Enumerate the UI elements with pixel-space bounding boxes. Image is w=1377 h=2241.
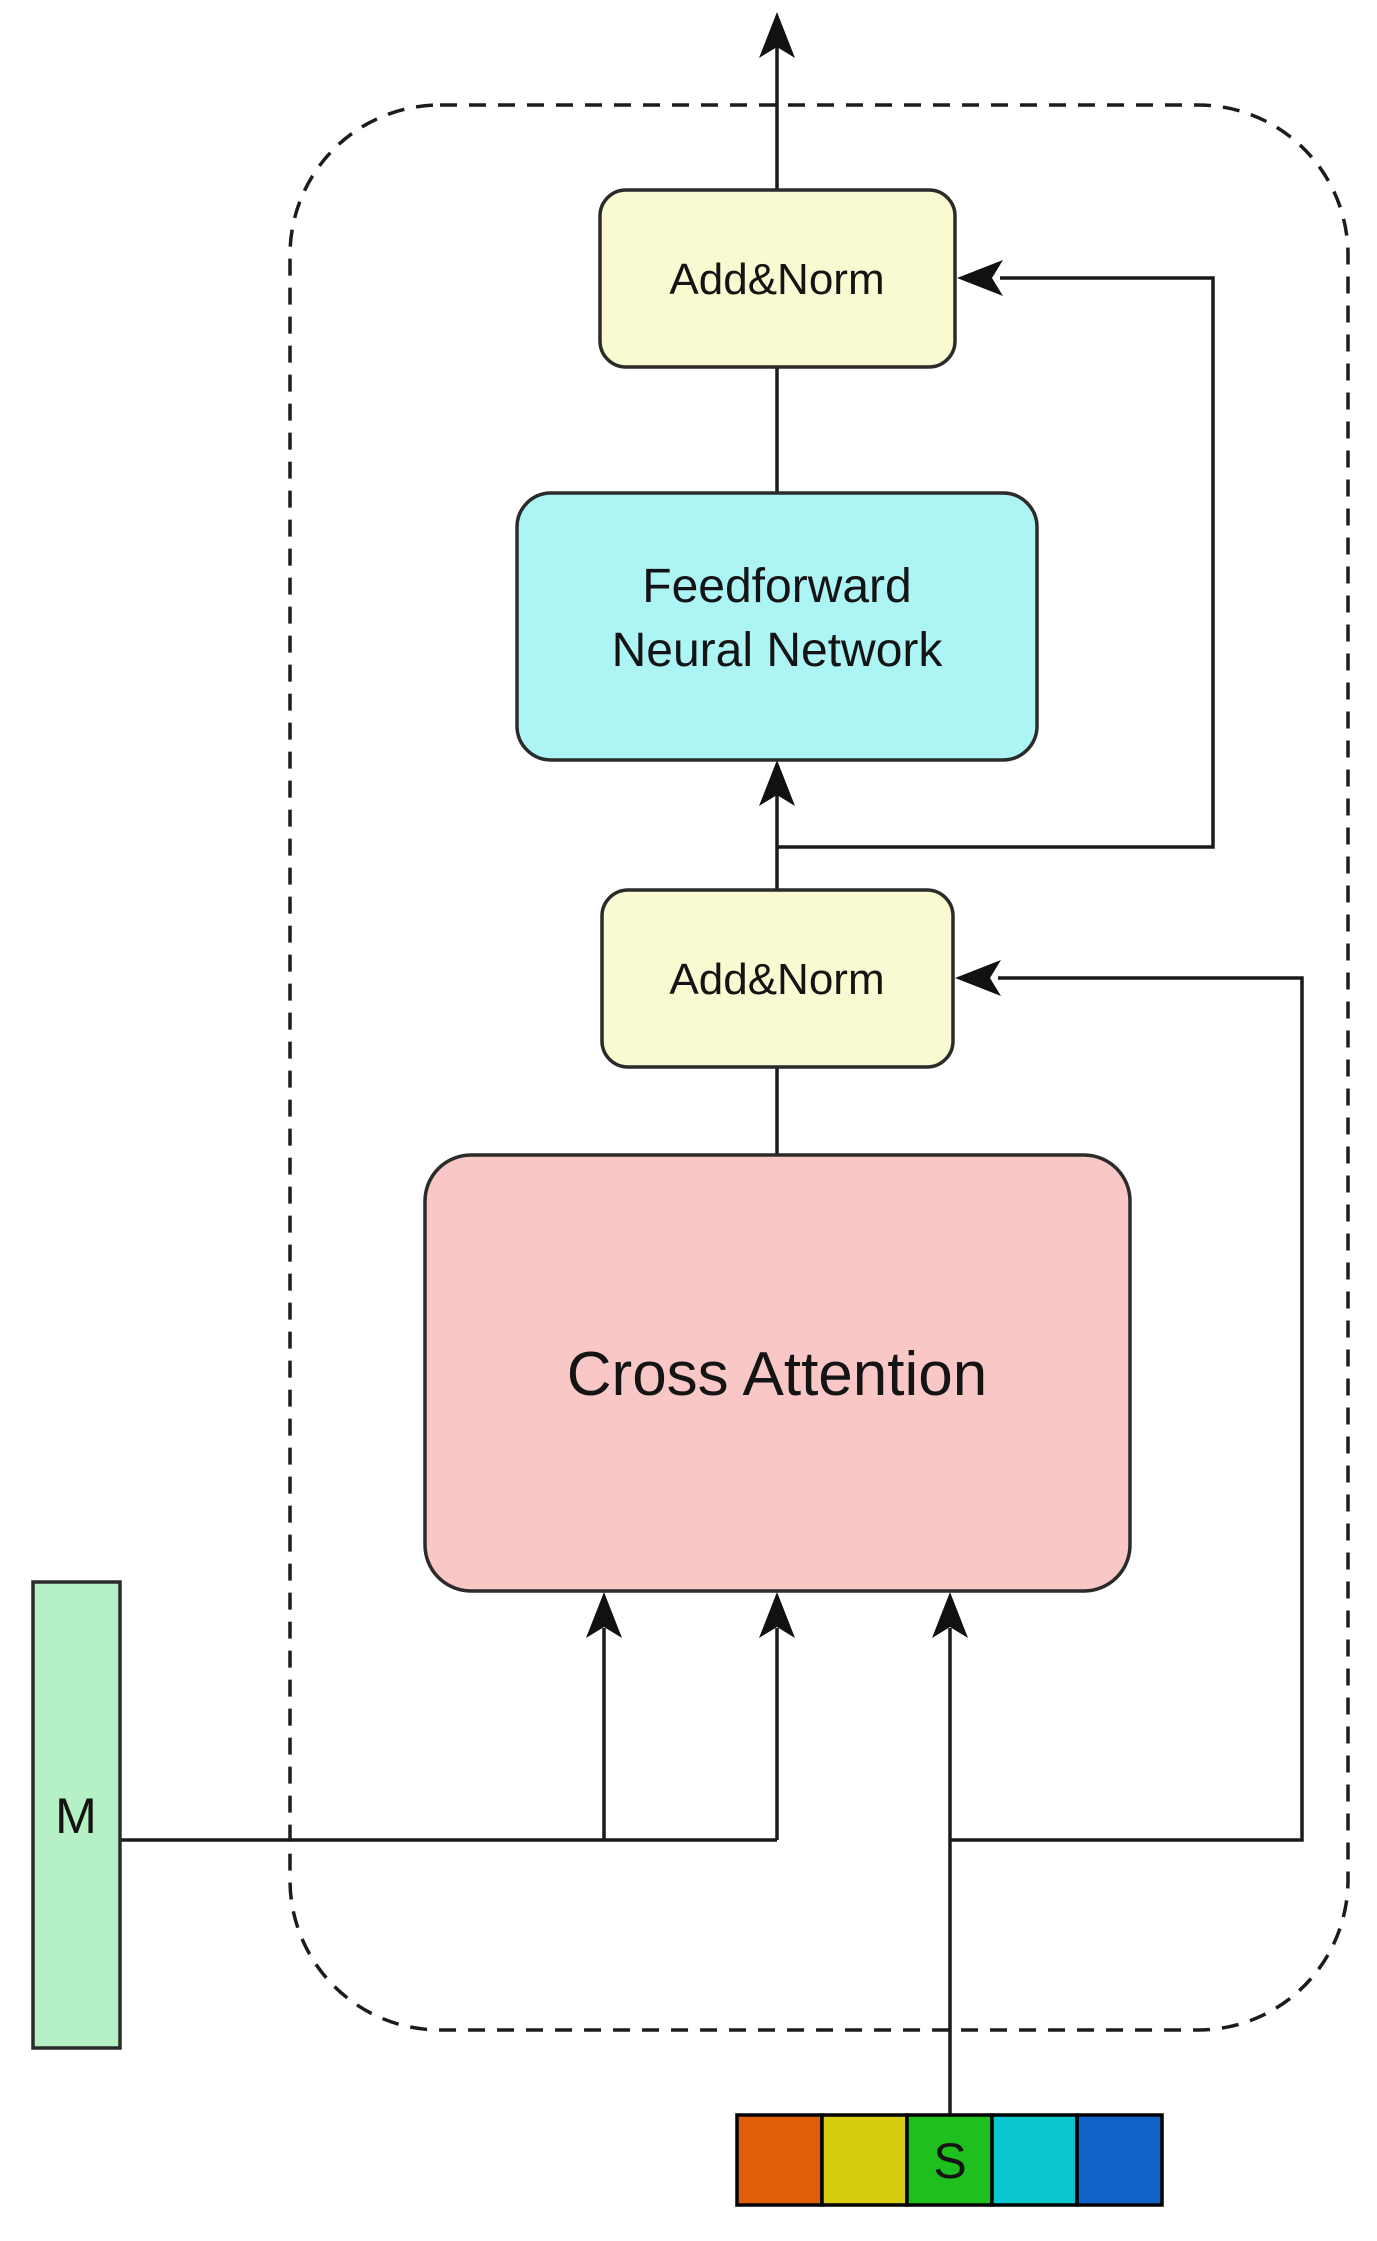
output-arrowhead-icon [759, 12, 795, 58]
memory-bar-box [31, 1580, 122, 2050]
feedforward-box [515, 491, 1039, 762]
residual-attention-arrowhead-icon [955, 960, 1001, 996]
token-square-yellow [820, 2113, 909, 2207]
ca-input-arrowhead-2-icon [759, 1592, 795, 1638]
ffn-input-arrowhead-icon [759, 760, 795, 806]
ca-input-arrowhead-3-icon [932, 1592, 968, 1638]
add-norm-top-box [598, 188, 957, 369]
residual-ffn-arrowhead-icon [957, 260, 1003, 296]
token-square-orange [735, 2113, 824, 2207]
token-square-blue [1075, 2113, 1164, 2207]
memory-bar: M [31, 1580, 122, 2050]
feedforward-label-line2: Neural Network [612, 624, 944, 677]
connectors [118, 12, 1304, 2115]
cross-attention-label: Cross Attention [567, 1340, 987, 1409]
add-norm-mid-box [600, 888, 955, 1069]
add-norm-top-block: Add&Norm [598, 188, 957, 369]
feedforward-block: Feedforward Neural Network [515, 491, 1039, 762]
cross-attention-block: Cross Attention [423, 1153, 1132, 1593]
add-norm-top-label: Add&Norm [669, 255, 884, 304]
token-bar: S [735, 2113, 1164, 2207]
dashed-decoder-boundary [288, 103, 1350, 2032]
memory-label: M [55, 1788, 97, 1844]
residual-line-attention [950, 976, 1304, 1842]
add-norm-mid-label: Add&Norm [669, 955, 884, 1004]
s-token-label: S [933, 2133, 966, 2189]
add-norm-mid-block: Add&Norm [600, 888, 955, 1069]
ca-input-arrowhead-1-icon [586, 1592, 622, 1638]
feedforward-label-line1: Feedforward [642, 560, 911, 613]
cross-attention-box [423, 1153, 1132, 1593]
token-square-cyan [990, 2113, 1079, 2207]
residual-line-ffn [777, 276, 1215, 849]
